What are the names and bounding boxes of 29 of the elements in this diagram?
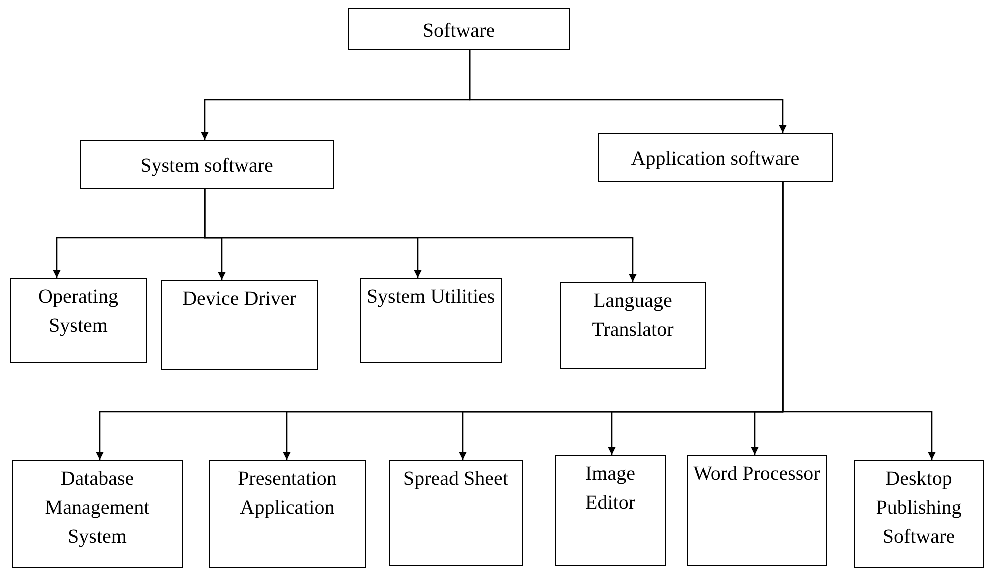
arrow: [782, 182, 936, 460]
box-label: Software: [422, 18, 496, 44]
box-label: Word Processor: [692, 462, 822, 487]
category-box: [560, 282, 706, 369]
category-box: [555, 455, 666, 566]
category-box: [854, 460, 984, 568]
category-box: [209, 460, 366, 568]
category-box: [687, 455, 827, 566]
box-label: Language Translator: [591, 289, 675, 343]
arrow: [469, 50, 787, 133]
arrow: [204, 189, 637, 282]
box-label: Spread Sheet: [402, 467, 510, 492]
box-label: System Utilities: [366, 285, 496, 310]
category-box: [389, 460, 523, 566]
category-box: [80, 140, 334, 189]
box-label: Application software: [630, 147, 801, 172]
box-label: Operating System: [38, 285, 120, 339]
category-box: [161, 280, 318, 370]
category-box: [348, 8, 570, 50]
box-label: Desktop Publishing Software: [875, 467, 963, 550]
category-box: [598, 133, 833, 182]
category-box: [10, 278, 147, 363]
category-box: [12, 460, 183, 568]
category-box: [360, 278, 502, 363]
box-label: Database Management System: [44, 467, 151, 550]
box-label: Presentation Application: [237, 467, 338, 521]
box-label: System software: [140, 154, 274, 179]
box-label: Device Driver: [182, 287, 298, 312]
box-label: Image Editor: [584, 462, 636, 516]
